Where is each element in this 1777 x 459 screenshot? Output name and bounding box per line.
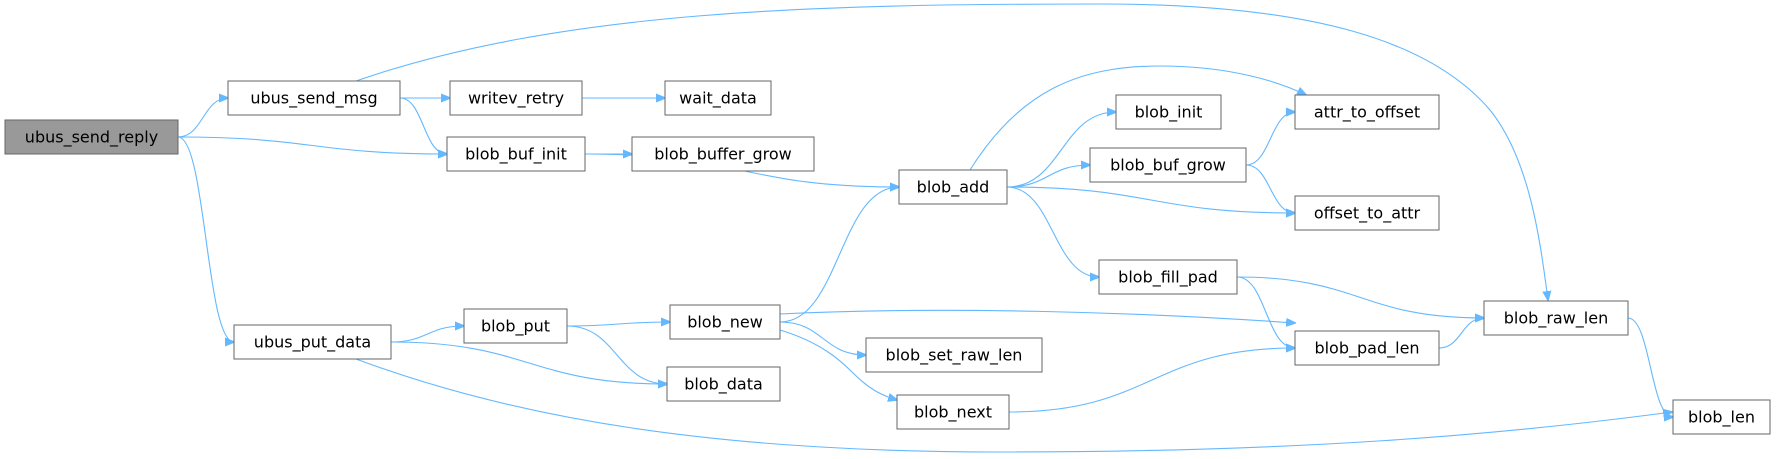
node-box [631,136,815,172]
edges-layer [177,3,1673,453]
node-box [1672,399,1771,435]
edge-blob-new-to-blob-next [779,329,897,400]
nodes-layer: ubus_send_reply ubus_send_msg writev_retry… [4,80,1771,435]
node-blob-raw-len[interactable]: blob_raw_len [1483,300,1629,336]
node-blob-init[interactable]: blob_init [1115,94,1222,130]
edge-blob-put-to-blob-data [566,325,667,384]
node-label: offset_to_attr [1314,204,1421,224]
node-blob-len[interactable]: blob_len [1672,399,1771,435]
node-label: blob_buf_grow [1110,156,1226,176]
node-box [1483,300,1629,336]
edge-blob-add-to-blob-fill-pad [1006,186,1099,277]
node-label: blob_set_raw_len [886,346,1023,366]
node-blob-pad-len[interactable]: blob_pad_len [1294,330,1440,366]
node-label: blob_len [1688,408,1755,428]
edge-blob-add-to-blob-init [1006,112,1116,188]
edge-ubus-send-reply-to-blob-buf-init [177,136,447,154]
node-label: blob_raw_len [1504,309,1608,329]
edge-ubus-send-msg-to-blob-raw-len [355,3,1548,300]
edge-ubus-put-data-to-blob-put [390,326,464,343]
edge-blob-pad-len-to-blob-raw-len [1438,318,1484,349]
node-box [4,119,179,155]
node-wait-data[interactable]: wait_data [664,80,772,116]
node-blob-buffer-grow[interactable]: blob_buffer_grow [631,136,815,172]
node-blob-fill-pad[interactable]: blob_fill_pad [1098,259,1238,295]
edge-blob-new-to-blob-pad-len [779,309,1295,323]
node-label: blob_next [914,403,992,423]
node-writev-retry[interactable]: writev_retry [449,80,583,116]
node-box [1115,94,1222,130]
edge-ubus-put-data-to-blob-data [390,341,667,384]
edge-blob-buf-grow-to-attr-to-offset [1245,112,1295,166]
node-label: blob_fill_pad [1118,268,1218,288]
edge-blob-put-to-blob-new [566,322,670,326]
node-ubus-put-data[interactable]: ubus_put_data [233,324,392,360]
node-ubus-send-reply[interactable]: ubus_send_reply [4,119,179,155]
node-label: writev_retry [468,89,564,109]
node-blob-buf-grow[interactable]: blob_buf_grow [1089,147,1247,183]
node-label: ubus_put_data [254,333,371,353]
node-label: attr_to_offset [1314,103,1420,123]
node-box [896,394,1010,430]
node-box [1089,147,1247,183]
edge-ubus-put-data-to-blob-len [355,358,1672,453]
edge-blob-buf-grow-to-offset-to-attr [1245,164,1295,213]
node-label: ubus_send_reply [25,128,158,148]
node-box [1098,259,1238,295]
node-box [449,80,583,116]
node-blob-next[interactable]: blob_next [896,394,1010,430]
edge-blob-new-to-blob-set-raw-len [779,321,866,355]
node-offset-to-attr[interactable]: offset_to_attr [1294,195,1440,231]
node-blob-add[interactable]: blob_add [898,169,1008,205]
node-box [446,136,586,172]
node-box [233,324,392,360]
node-label: blob_buf_init [465,145,567,165]
node-label: ubus_send_msg [250,89,377,109]
edge-blob-fill-pad-to-blob-raw-len [1236,276,1484,318]
node-box [664,80,772,116]
node-blob-new[interactable]: blob_new [669,304,781,340]
edge-blob-next-to-blob-pad-len [1008,348,1295,413]
edge-ubus-send-reply-to-ubus-send-msg [177,98,228,138]
node-blob-buf-init[interactable]: blob_buf_init [446,136,586,172]
node-label: blob_buffer_grow [654,145,792,165]
node-box [227,80,401,116]
node-box [1294,94,1440,130]
node-label: blob_data [684,375,763,395]
node-box [669,304,781,340]
edge-blob-fill-pad-to-blob-pad-len [1236,276,1295,348]
edge-blob-raw-len-to-blob-len [1627,317,1673,417]
node-label: blob_put [481,317,550,337]
edge-ubus-send-msg-to-blob-buf-init [399,97,447,154]
edge-blob-add-to-attr-to-offset [969,65,1306,171]
edge-ubus-send-reply-to-ubus-put-data [177,136,234,342]
node-blob-set-raw-len[interactable]: blob_set_raw_len [865,337,1043,373]
node-box [666,366,781,402]
node-label: blob_new [687,313,763,333]
node-label: blob_add [917,178,990,198]
node-label: blob_pad_len [1314,339,1419,359]
node-box [1294,195,1440,231]
node-blob-put[interactable]: blob_put [463,308,568,344]
node-attr-to-offset[interactable]: attr_to_offset [1294,94,1440,130]
node-box [1294,330,1440,366]
node-label: wait_data [679,89,757,109]
node-box [865,337,1043,373]
edge-blob-add-to-offset-to-attr [1006,186,1295,213]
node-box [463,308,568,344]
node-blob-data[interactable]: blob_data [666,366,781,402]
node-ubus-send-msg[interactable]: ubus_send_msg [227,80,401,116]
node-label: blob_init [1135,103,1203,123]
edge-blob-new-to-blob-add [779,187,899,323]
edge-blob-add-to-blob-buf-grow [1006,165,1090,188]
node-box [898,169,1008,205]
